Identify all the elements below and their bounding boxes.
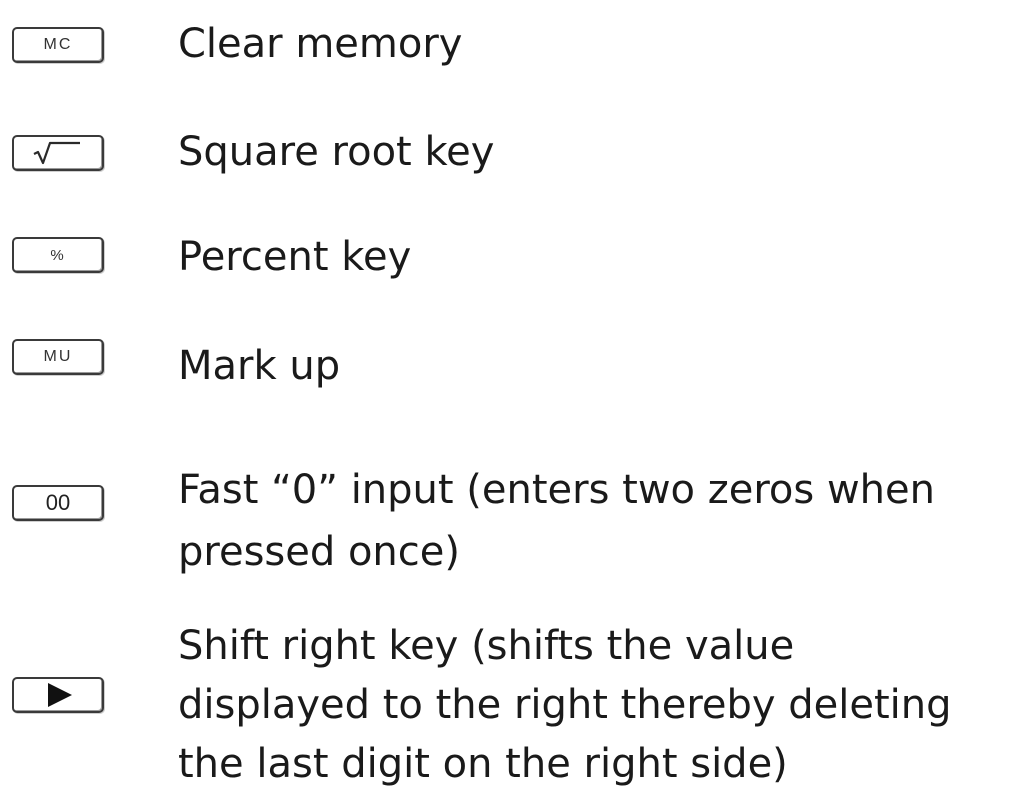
square-root-key[interactable]	[12, 135, 104, 171]
shift-right-description-line-2: displayed to the right thereby deleting	[178, 682, 952, 728]
fast-zero-description-line-1: Fast “0” input (enters two zeros when	[178, 467, 935, 513]
mc-key[interactable]: MC	[12, 27, 104, 63]
shift-right-description-line-3: the last digit on the right side)	[178, 741, 788, 787]
double-zero-key[interactable]: 00	[12, 485, 104, 521]
play-triangle-icon	[48, 683, 72, 707]
double-zero-key-label: 00	[45, 490, 71, 515]
fast-zero-description-line-2: pressed once)	[178, 529, 460, 575]
percent-key-label: %	[50, 246, 66, 264]
percent-key[interactable]: %	[12, 237, 104, 273]
percent-description: Percent key	[178, 234, 412, 280]
shift-right-key[interactable]	[12, 677, 104, 713]
square-root-icon	[33, 141, 80, 165]
mu-key-label: MU	[43, 348, 73, 365]
shift-right-description-line-1: Shift right key (shifts the value	[178, 623, 795, 669]
mc-key-label: MC	[43, 36, 73, 53]
mu-key[interactable]: MU	[12, 339, 104, 375]
clear-memory-description: Clear memory	[178, 21, 463, 67]
mark-up-description: Mark up	[178, 343, 341, 389]
square-root-description: Square root key	[178, 129, 495, 175]
